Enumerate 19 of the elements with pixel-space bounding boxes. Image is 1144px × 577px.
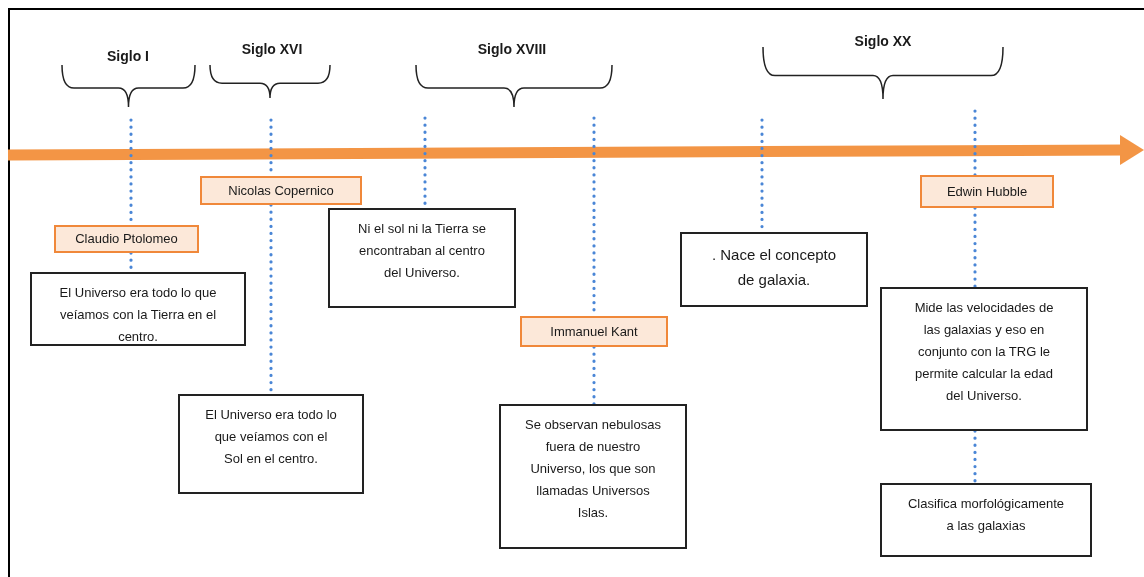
description-box: Mide las velocidades de las galaxias y eso en conjunto con la TRG le permite calcular la edad del Universo. <box>880 287 1088 431</box>
description-box: El Universo era todo lo que veíamos con la Tierra en el centro. <box>30 272 246 346</box>
century-label: Siglo XVI <box>241 40 303 59</box>
description-box: Clasifica morfológicamente a las galaxias <box>880 483 1092 557</box>
description-box: . Nace el concepto de galaxia. <box>680 232 868 307</box>
century-label: Siglo XVIII <box>477 40 547 59</box>
name-box: Immanuel Kant <box>520 316 668 347</box>
name-box: Nicolas Copernico <box>200 176 362 205</box>
description-box: Se observan nebulosas fuera de nuestro Universo, los que son llamadas Universos Islas. <box>499 404 687 549</box>
dotted-connector <box>973 206 977 289</box>
dotted-connector <box>592 345 596 406</box>
description-box: El Universo era todo lo que veíamos con el Sol en el centro. <box>178 394 364 494</box>
name-box: Edwin Hubble <box>920 175 1054 208</box>
name-box: Claudio Ptolomeo <box>54 225 199 253</box>
century-label: Siglo XX <box>854 32 912 51</box>
description-box: Ni el sol ni la Tierra se encontraban al centro del Universo. <box>328 208 516 308</box>
dotted-connector <box>973 109 977 177</box>
dotted-connector <box>973 429 977 485</box>
century-label: Siglo I <box>107 47 149 66</box>
